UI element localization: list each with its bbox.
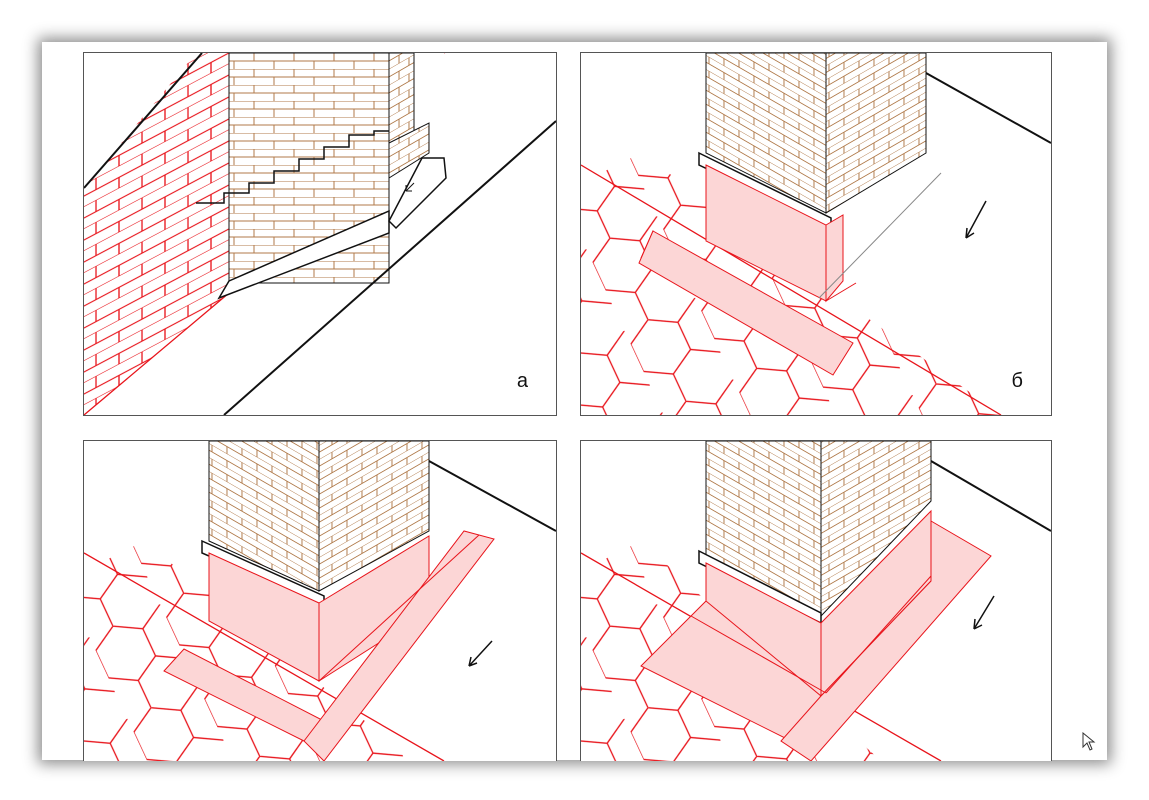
panel-c-drawing (84, 441, 556, 761)
panel-d (580, 440, 1052, 761)
panel-label-a: а (516, 370, 528, 392)
panel-b: б (580, 52, 1052, 416)
panel-a: а (83, 52, 557, 416)
panel-c (83, 440, 557, 761)
panel-d-drawing (581, 441, 1051, 761)
panel-a-drawing (84, 53, 556, 415)
panel-label-b: б (1011, 370, 1023, 392)
panel-b-drawing (581, 53, 1051, 415)
mouse-pointer-icon (1082, 732, 1096, 751)
